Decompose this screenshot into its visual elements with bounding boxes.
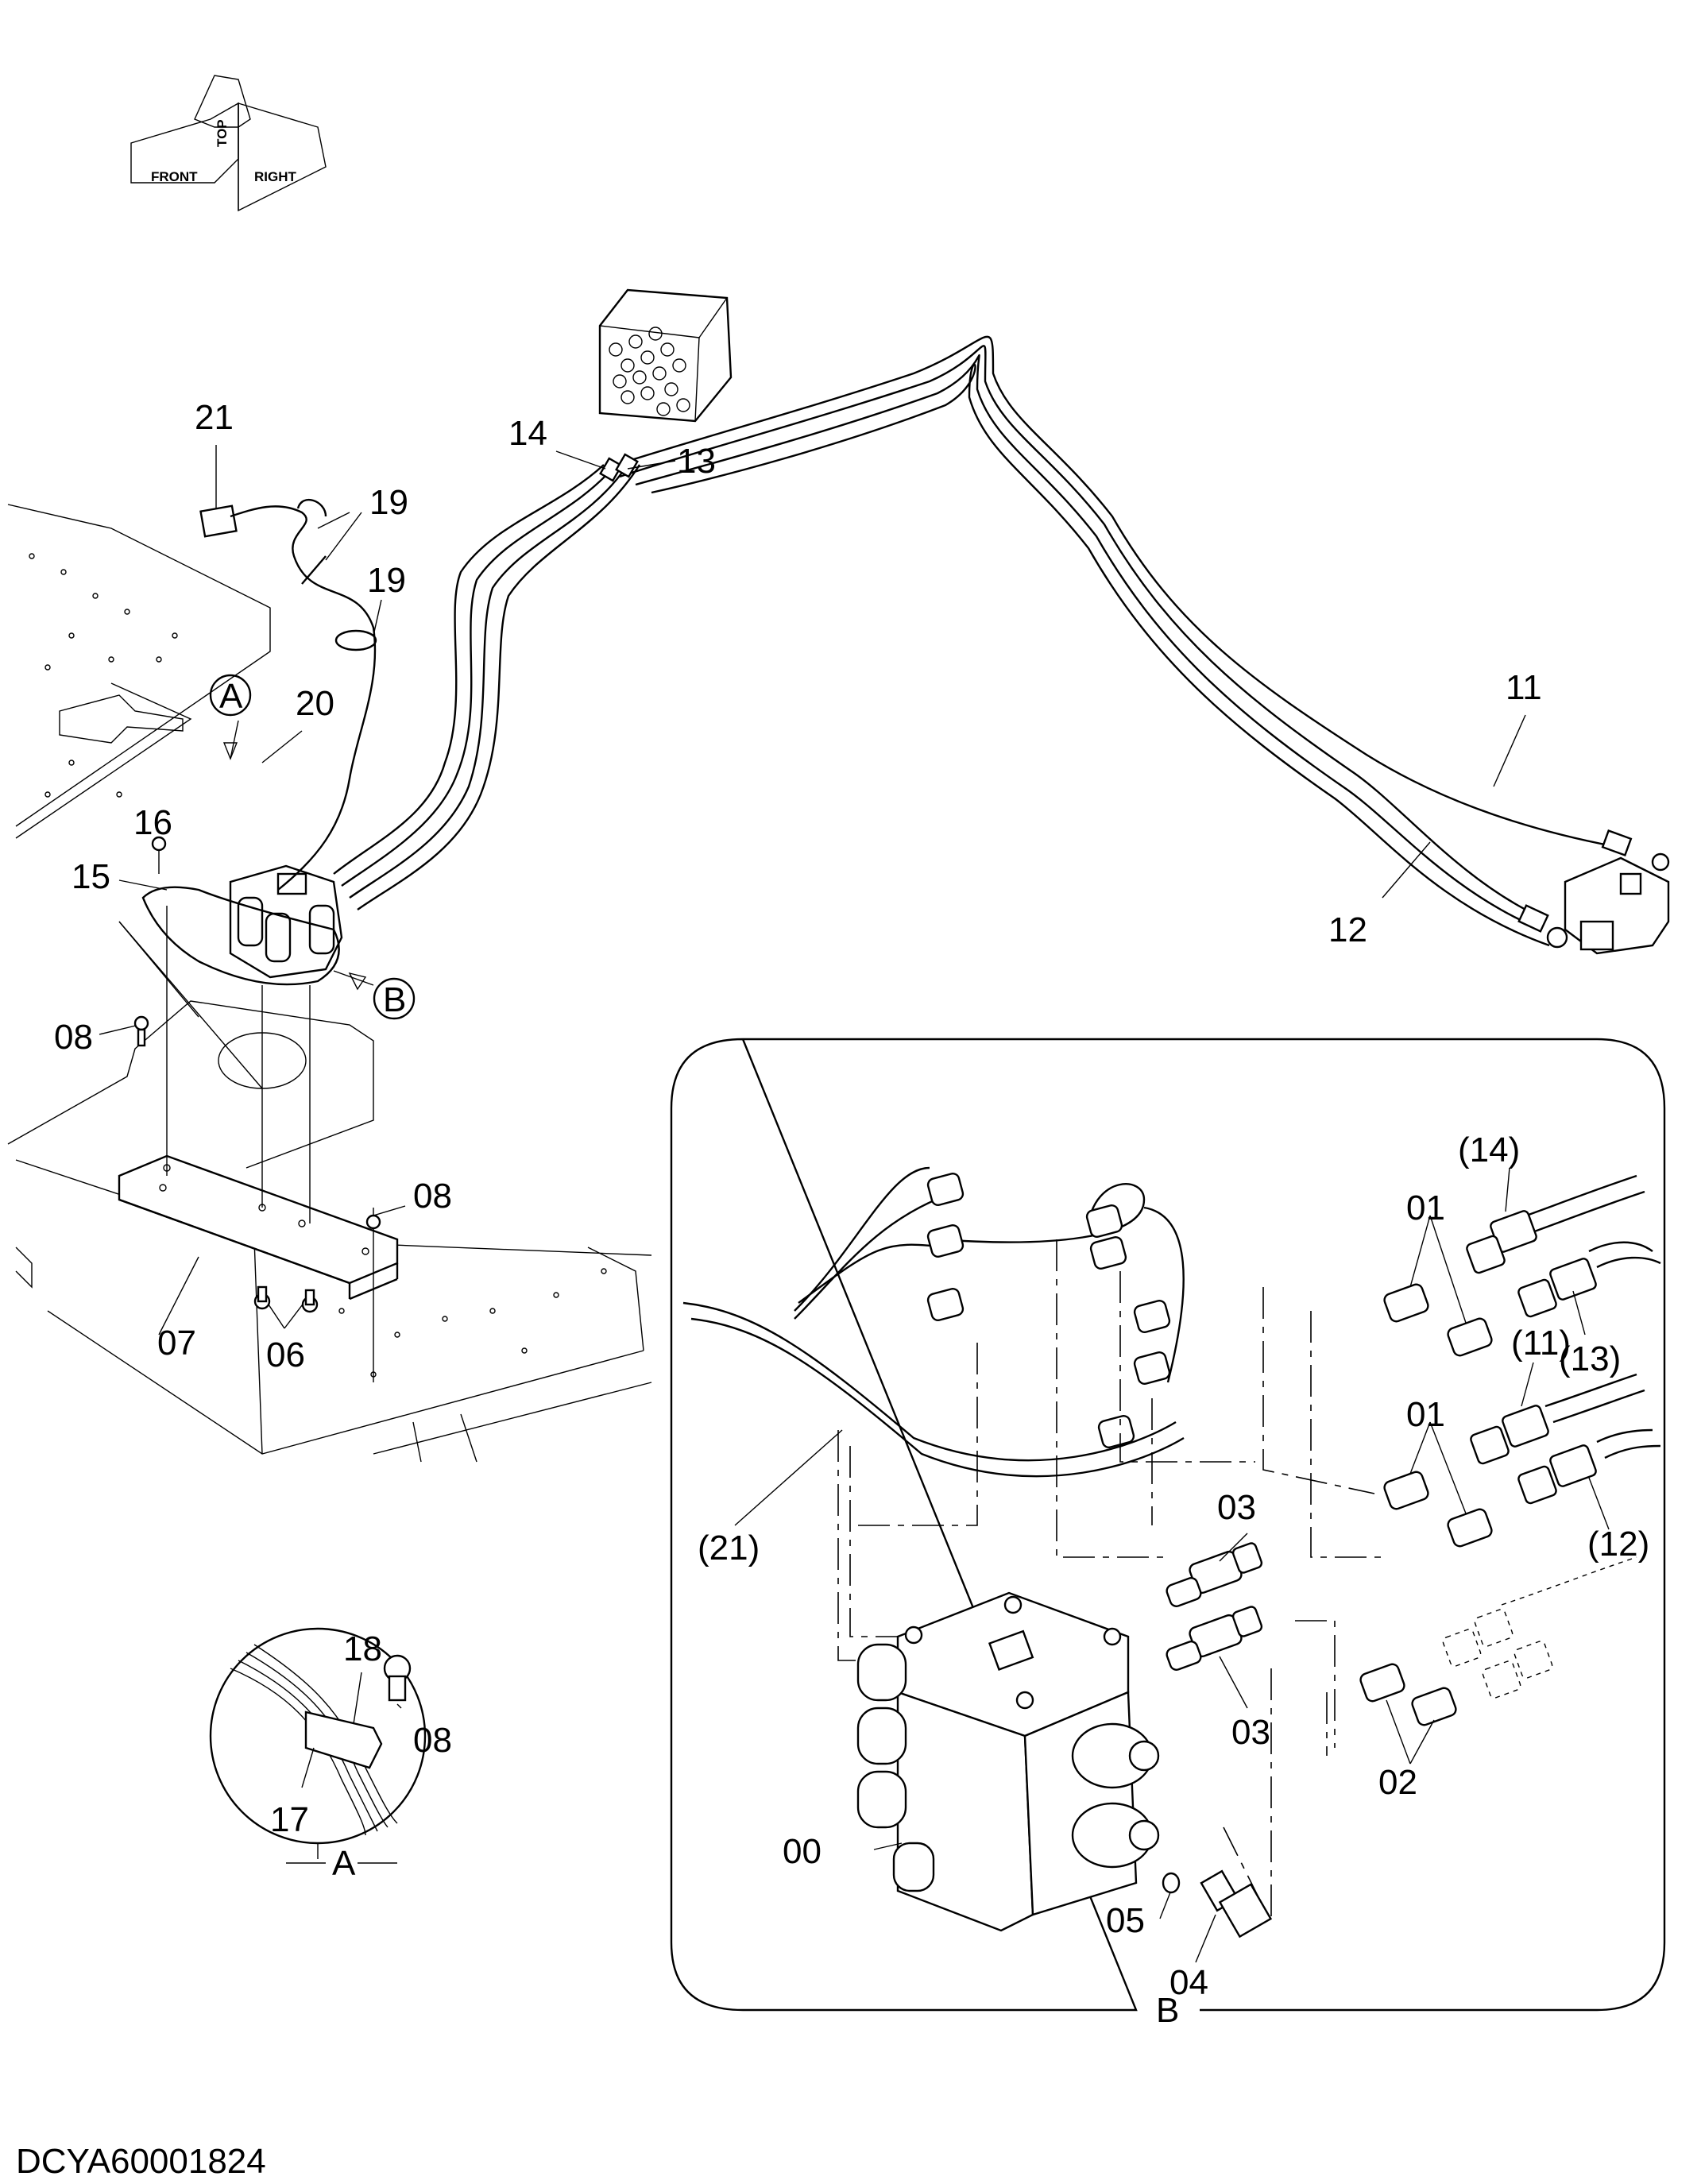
callouts-main: 21 19 19 20 14 13 11 12 16 15 08 08 07 0… — [54, 398, 1542, 1374]
callout-15: 15 — [72, 857, 110, 896]
detail-b-callout-01a: 01 — [1406, 1189, 1445, 1227]
view-b-marker-circle — [373, 977, 416, 1020]
detail-b: (14) (13) (11) (12) (21) 01 01 03 03 02 … — [670, 1038, 1666, 2030]
detail-a-callout-18: 18 — [343, 1629, 382, 1668]
callout-06: 06 — [266, 1336, 305, 1374]
callout-20: 20 — [296, 684, 334, 723]
callout-19b: 19 — [367, 561, 406, 600]
drawing-id: DCYA60001824 — [16, 2142, 266, 2181]
detail-b-callout-03a: 03 — [1217, 1488, 1256, 1527]
callout-08b: 08 — [413, 1177, 452, 1216]
callout-07: 07 — [157, 1324, 196, 1363]
callout-11: 11 — [1506, 668, 1542, 707]
detail-b-callout-05: 05 — [1106, 1901, 1145, 1940]
view-b-marker: B — [383, 980, 406, 1019]
solenoid-valve-main — [141, 864, 343, 986]
detail-b-callout-13: (13) — [1559, 1339, 1621, 1378]
detail-b-caption: B — [1156, 1991, 1179, 2030]
detail-b-callout-21: (21) — [698, 1529, 760, 1567]
view-a-marker: A — [219, 677, 243, 716]
detail-b-leaders — [734, 1167, 1610, 1963]
detail-b-callout-03b: 03 — [1231, 1713, 1270, 1752]
harness-21 — [199, 499, 377, 891]
top-label: TOP — [215, 119, 230, 147]
front-label: FRONT — [151, 169, 198, 184]
callout-14: 14 — [508, 414, 547, 453]
terminal-block — [598, 288, 733, 482]
detail-b-callout-12: (12) — [1587, 1525, 1649, 1564]
bolts-main — [133, 836, 381, 1313]
detail-b-callout-02: 02 — [1378, 1763, 1417, 1802]
detail-b-callout-04: 04 — [1169, 1963, 1208, 2002]
detail-b-callout-14: (14) — [1458, 1131, 1520, 1169]
view-a-marker-circle — [209, 674, 252, 717]
callout-08a: 08 — [54, 1018, 93, 1057]
detail-b-callout-01b: 01 — [1406, 1395, 1445, 1434]
right-label: RIGHT — [254, 169, 297, 184]
callout-16: 16 — [133, 803, 172, 842]
detail-a-callout-08: 08 — [413, 1721, 452, 1760]
machine-frame-upper — [7, 504, 271, 839]
callout-19a: 19 — [369, 483, 408, 522]
orientation-indicator: FRONT TOP RIGHT — [130, 75, 327, 212]
hose-bundle — [333, 335, 1633, 947]
detail-a-callout-17: 17 — [270, 1800, 309, 1839]
detail-a: 18 08 17 A — [209, 1627, 452, 1883]
detail-b-harness — [682, 1166, 1185, 1478]
detail-b-assembly-lines — [837, 1239, 1382, 1923]
detail-b-sensors — [1166, 1542, 1263, 1671]
callout-13: 13 — [677, 442, 716, 481]
detail-b-callout-11: (11) — [1511, 1324, 1571, 1363]
detail-b-callout-00: 00 — [783, 1832, 822, 1871]
detail-b-adapters-01 — [1383, 1283, 1493, 1548]
control-valve-right — [1546, 852, 1670, 955]
bracket-07 — [118, 1154, 399, 1301]
detail-a-caption: A — [332, 1844, 356, 1883]
detail-b-adapters-02 — [1359, 1663, 1457, 1726]
detail-b-sensor-04 — [1162, 1869, 1273, 1939]
detail-b-hose-fittings — [1442, 1174, 1661, 1699]
callout-21: 21 — [195, 398, 234, 437]
callout-12: 12 — [1328, 910, 1367, 949]
detail-b-valve-block — [856, 1591, 1160, 1932]
